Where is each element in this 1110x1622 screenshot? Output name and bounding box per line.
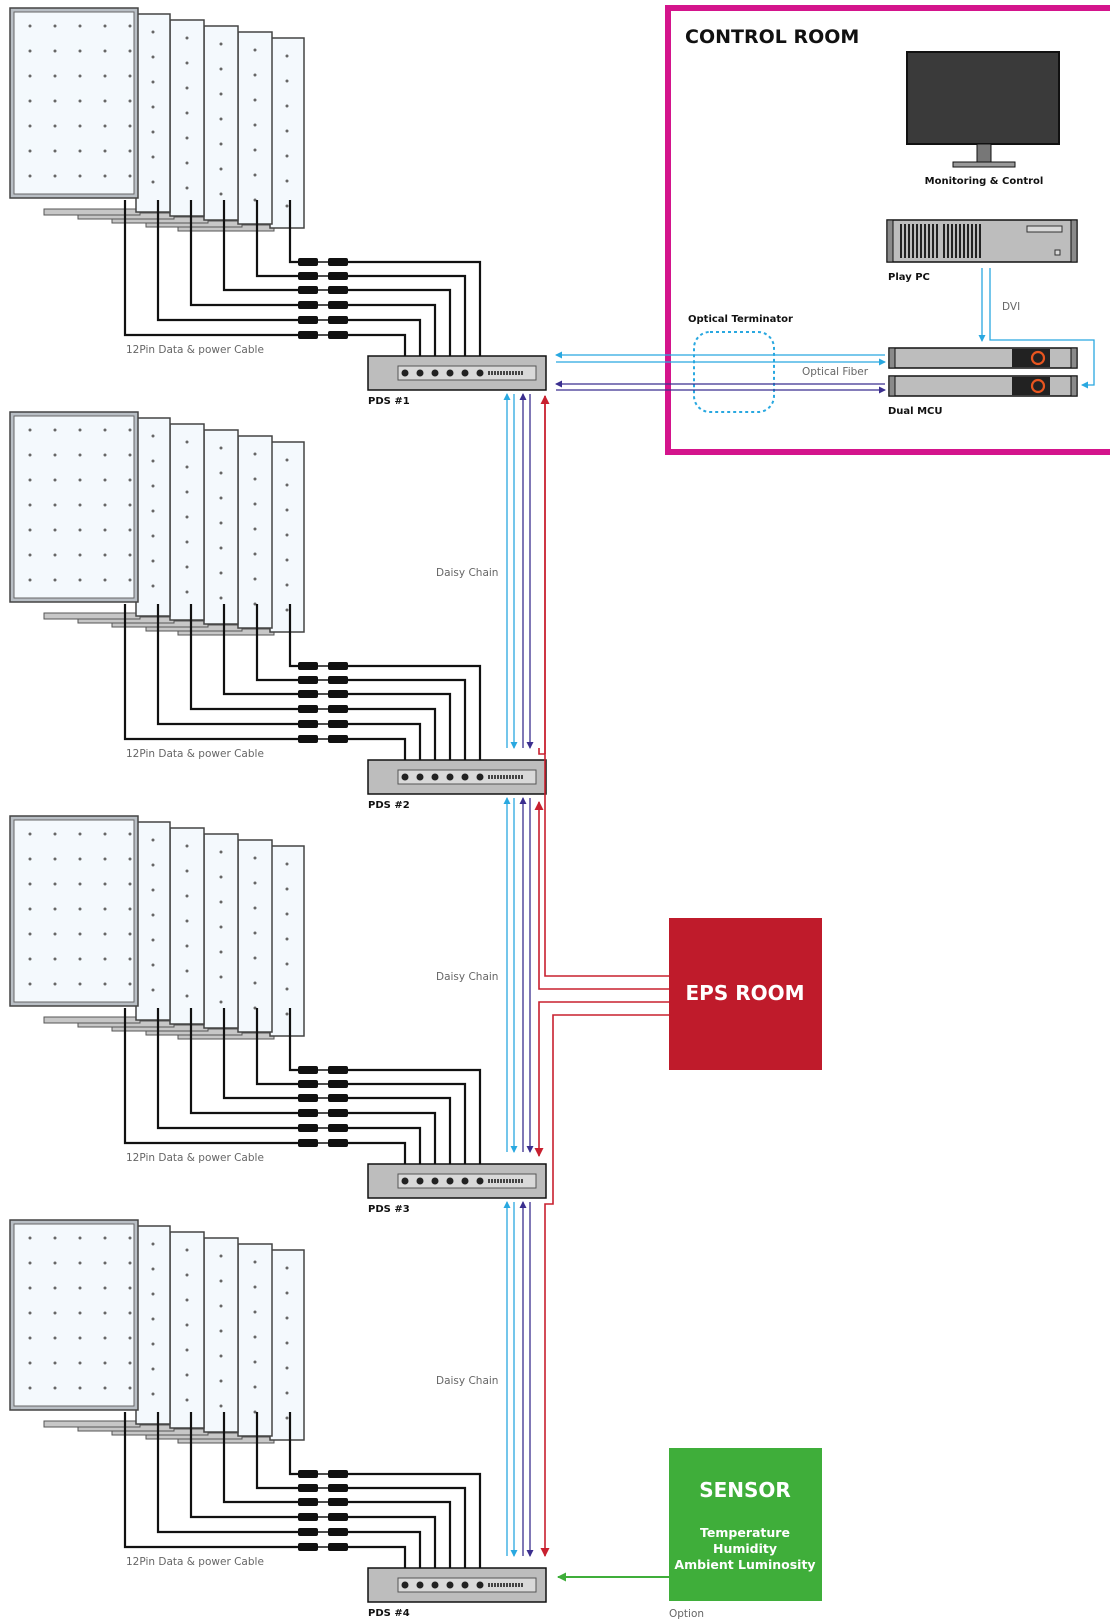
data-power-cable	[255, 604, 302, 682]
dvi-cable-2	[989, 268, 1095, 389]
sensor-line-temperature: Temperature	[700, 1525, 790, 1540]
pds-label: PDS #3	[368, 1204, 410, 1215]
cable-label: 12Pin Data & power Cable	[126, 1556, 264, 1568]
play-pc-label: Play PC	[888, 272, 930, 283]
dvi-label: DVI	[1002, 301, 1020, 313]
daisy-chain-lines	[503, 393, 669, 1557]
data-power-cable	[255, 1412, 302, 1490]
optical-terminator-icon	[693, 331, 775, 413]
cable-label: 12Pin Data & power Cable	[126, 1152, 264, 1164]
data-power-cable	[123, 200, 302, 337]
optical-fiber-label: Optical Fiber	[802, 366, 869, 378]
optical-terminator-label: Optical Terminator	[688, 314, 793, 325]
sensor-title: SENSOR	[699, 1478, 791, 1502]
data-power-cable	[156, 1008, 302, 1130]
sensor-line-luminosity: Ambient Luminosity	[674, 1557, 815, 1572]
optical-fiber-lines	[555, 351, 886, 394]
data-power-cable	[156, 200, 302, 322]
data-power-cable	[156, 1412, 302, 1534]
daisy-chain-label: Daisy Chain	[436, 971, 498, 983]
led-panel-side	[269, 845, 305, 1037]
play-pc-icon	[886, 219, 1078, 263]
led-panel-side	[203, 429, 239, 625]
led-panel-side	[169, 19, 205, 217]
data-power-cable	[189, 1008, 302, 1115]
eps-room-box	[669, 918, 822, 1070]
control-room-title: CONTROL ROOM	[685, 26, 859, 48]
daisy-chain-label: Daisy Chain	[436, 1375, 498, 1387]
led-panel-side	[169, 423, 205, 621]
led-panel-side	[169, 827, 205, 1025]
led-panel-side	[237, 435, 273, 629]
sensor-box	[669, 1448, 822, 1601]
eps-room-title: EPS ROOM	[686, 981, 805, 1005]
display-group-4: PDS #4 12Pin Data & power Cable Daisy Chai…	[9, 1219, 547, 1619]
display-group-2: PDS #2 12Pin Data & power Cable Daisy Chai…	[9, 411, 547, 811]
led-panel-side	[237, 839, 273, 1033]
control-room-border	[665, 5, 1110, 455]
data-power-cable	[156, 604, 302, 726]
led-panel-side	[237, 1243, 273, 1437]
data-power-cable	[123, 1008, 302, 1145]
led-panel-side	[237, 31, 273, 225]
data-power-cable	[189, 1412, 302, 1519]
pds-label: PDS #1	[368, 396, 410, 407]
monitor-icon	[906, 51, 1060, 168]
led-panel-side	[203, 833, 239, 1029]
data-power-cable	[222, 1412, 302, 1504]
data-power-cable	[222, 200, 302, 292]
led-panel-side	[203, 1237, 239, 1433]
sensor-option-label: Option	[669, 1608, 704, 1620]
data-power-cable	[189, 200, 302, 307]
monitor-label: Monitoring & Control	[925, 176, 1044, 187]
dual-mcu-label: Dual MCU	[888, 406, 943, 417]
sensor-line-humidity: Humidity	[713, 1541, 777, 1556]
pds-label: PDS #4	[368, 1608, 410, 1619]
led-panel-side	[203, 25, 239, 221]
data-power-cable	[123, 604, 302, 741]
data-power-cable	[189, 604, 302, 711]
data-power-cable	[222, 1008, 302, 1100]
led-panel-side	[169, 1231, 205, 1429]
led-panel-side	[269, 1249, 305, 1441]
cable-label: 12Pin Data & power Cable	[126, 344, 264, 356]
cable-label: 12Pin Data & power Cable	[126, 748, 264, 760]
eps-room: EPS ROOM	[669, 918, 822, 1070]
daisy-chain-label: Daisy Chain	[436, 567, 498, 579]
data-power-cable	[222, 604, 302, 696]
dual-mcu-icon	[888, 347, 1078, 397]
led-panel-side	[269, 441, 305, 633]
pds-label: PDS #2	[368, 800, 410, 811]
sensor: SENSOR Temperature Humidity Ambient Lumi…	[557, 1448, 822, 1620]
led-panel-side	[135, 417, 171, 617]
data-power-cable	[255, 1008, 302, 1086]
data-power-cable	[255, 200, 302, 278]
control-room: CONTROL ROOM Monitoring & Control Play P…	[665, 5, 1110, 455]
display-group-3: PDS #3 12Pin Data & power Cable Daisy Chai…	[9, 815, 547, 1215]
led-panel-side	[269, 37, 305, 229]
display-group-1: PDS #1 12Pin Data & power Cable	[9, 7, 547, 407]
data-power-cable	[123, 1412, 302, 1549]
